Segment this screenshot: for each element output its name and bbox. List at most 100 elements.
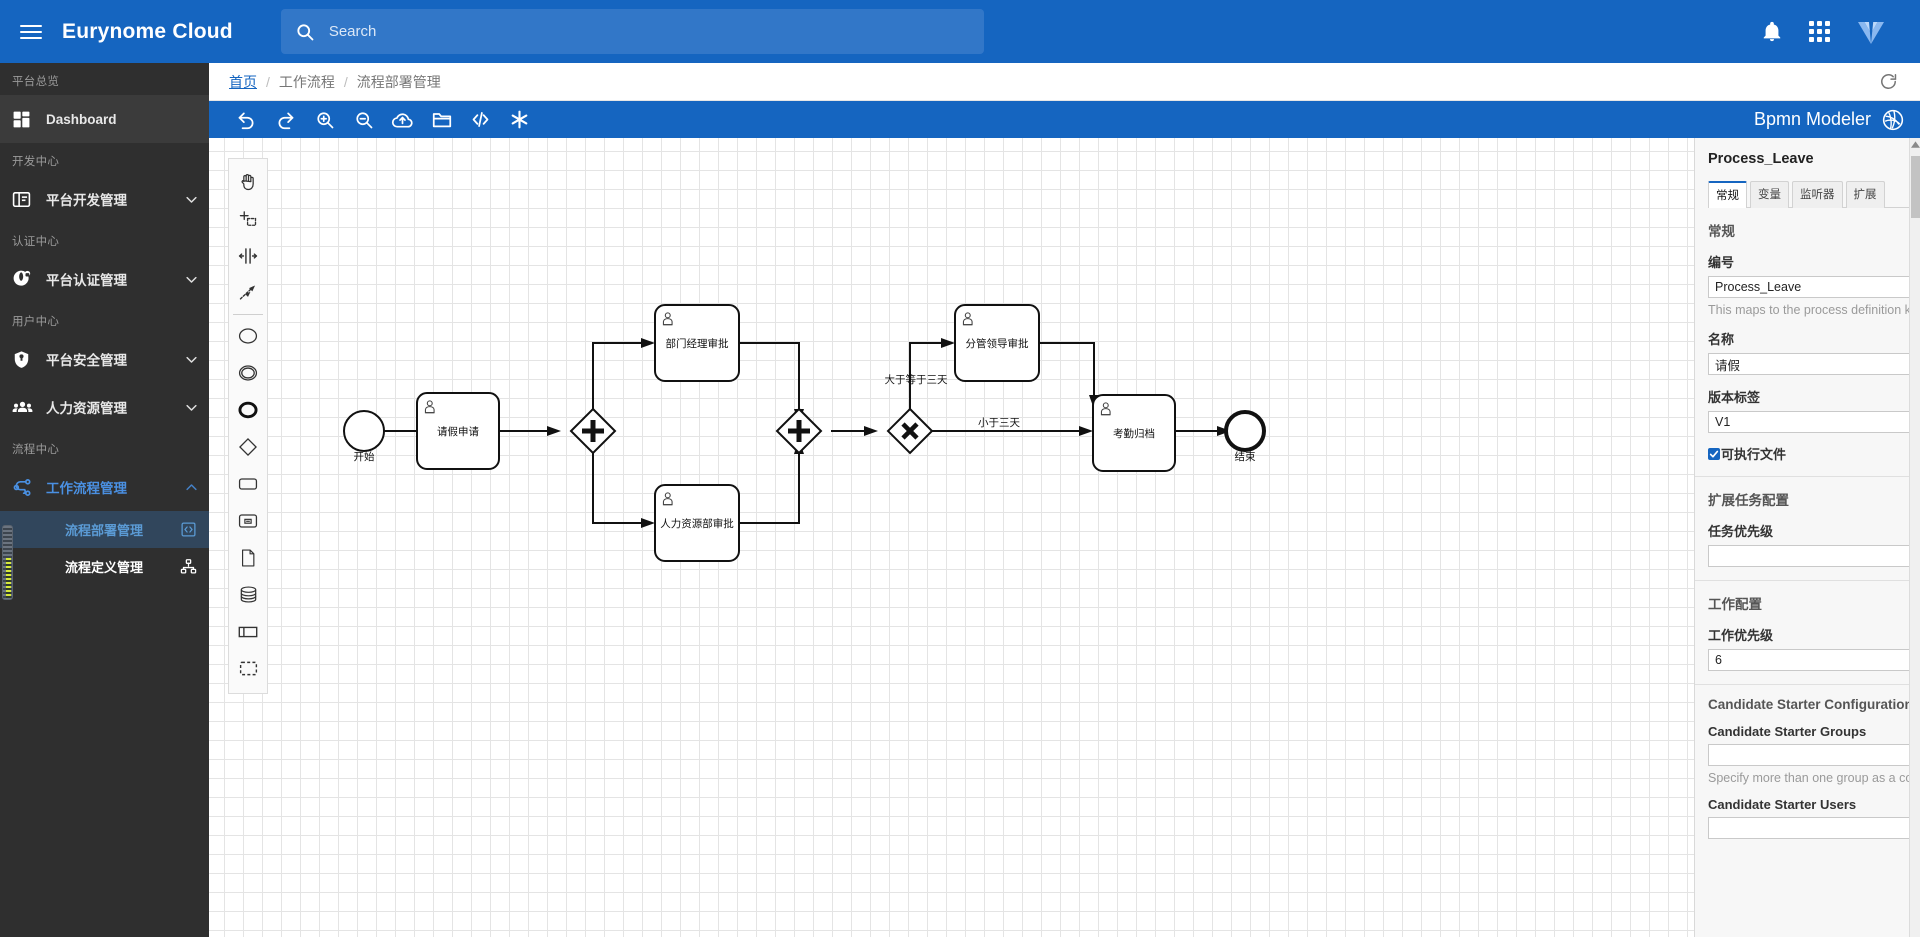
open-button[interactable] xyxy=(422,101,461,138)
field-input-task-priority[interactable] xyxy=(1708,545,1920,567)
apps-grid-icon[interactable] xyxy=(1809,21,1830,42)
sidebar-item-human-resources[interactable]: 人力资源管理 xyxy=(0,383,209,431)
sidebar-item-dashboard[interactable]: Dashboard xyxy=(0,95,209,143)
end-event-icon[interactable] xyxy=(228,391,268,428)
search-input[interactable] xyxy=(328,23,970,40)
field-input-id[interactable] xyxy=(1708,276,1920,298)
zoom-out-button[interactable] xyxy=(344,101,383,138)
sidebar-section-label-overview: 平台总览 xyxy=(12,76,60,88)
bpmn-node-hr[interactable]: 人力资源部审批 xyxy=(654,484,740,562)
top-bar-actions xyxy=(1761,19,1920,45)
tab-extensions[interactable]: 扩展 xyxy=(1845,181,1885,208)
modeler-title-text: Bpmn Modeler xyxy=(1753,109,1871,129)
task-icon[interactable] xyxy=(228,465,268,502)
properties-group-job: 工作配置 xyxy=(1708,597,1762,612)
bpmn-canvas[interactable]: 开始 请假申请 xyxy=(209,138,1694,937)
start-event-icon[interactable] xyxy=(228,317,268,354)
field-input-job-priority[interactable] xyxy=(1708,649,1920,671)
breadcrumb-item-workflow[interactable]: 工作流程 xyxy=(278,73,335,90)
bpmn-node-dept-manager[interactable]: 部门经理审批 xyxy=(654,304,740,382)
field-hint-candidate-groups: Specify more than one group as a comma s… xyxy=(1708,771,1920,785)
global-connect-tool-icon[interactable] xyxy=(228,274,268,311)
bpmn-node-leader[interactable]: 分管领导审批 xyxy=(954,304,1040,382)
breadcrumb: 首页 / 工作流程 / 流程部署管理 xyxy=(209,63,1920,101)
search-field[interactable] xyxy=(280,9,984,54)
bpmn-node-label: 请假申请 xyxy=(437,425,479,438)
tab-listeners[interactable]: 监听器 xyxy=(1792,181,1843,208)
sidebar-section-label-user: 用户中心 xyxy=(12,316,60,328)
sidebar-scrollbar[interactable] xyxy=(2,525,13,600)
properties-title: Process_Leave xyxy=(1708,151,1814,167)
settings-button[interactable] xyxy=(500,101,539,138)
bpmn-logo-icon xyxy=(1882,109,1904,131)
sidebar-item-label: 平台开发管理 xyxy=(46,193,127,208)
vuetify-logo-icon[interactable] xyxy=(1856,19,1886,45)
sidebar-section-label-dev: 开发中心 xyxy=(12,156,60,168)
data-store-icon[interactable] xyxy=(228,576,268,613)
executable-checkbox[interactable]: 可执行文件 xyxy=(1708,444,1920,463)
space-tool-icon[interactable] xyxy=(228,237,268,274)
sidebar-item-platform-security[interactable]: 平台安全管理 xyxy=(0,335,209,383)
oauth-globe-icon xyxy=(12,269,46,289)
intermediate-event-icon[interactable] xyxy=(228,354,268,391)
subprocess-icon[interactable] xyxy=(228,502,268,539)
chevron-down-icon[interactable] xyxy=(184,400,199,415)
xml-button[interactable] xyxy=(461,101,500,138)
sidebar-item-label: 平台认证管理 xyxy=(46,273,127,288)
refresh-icon[interactable] xyxy=(1879,72,1898,91)
bpmn-node-label: 分管领导审批 xyxy=(966,337,1029,350)
sidebar-item-process-deployment[interactable]: 流程部署管理 xyxy=(0,511,209,548)
field-label-version-tag: 版本标签 xyxy=(1708,390,1761,405)
bpmn-node-join[interactable] xyxy=(775,407,823,455)
group-icon[interactable] xyxy=(228,650,268,687)
redo-button[interactable] xyxy=(266,101,305,138)
chevron-down-icon[interactable] xyxy=(184,192,199,207)
properties-group-candidate: Candidate Starter Configuration xyxy=(1708,697,1913,712)
bpmn-node-apply[interactable]: 请假申请 xyxy=(416,392,500,470)
sidebar-item-process-definition[interactable]: 流程定义管理 xyxy=(0,548,209,585)
main-content: 首页 / 工作流程 / 流程部署管理 xyxy=(209,63,1920,937)
hand-tool-icon[interactable] xyxy=(228,163,268,200)
lasso-tool-icon[interactable] xyxy=(228,200,268,237)
field-input-candidate-users[interactable] xyxy=(1708,817,1920,839)
modeler-toolbar: Bpmn Modeler xyxy=(209,101,1920,138)
scroll-up-icon[interactable] xyxy=(1911,141,1920,149)
bpmn-node-label: 人力资源部审批 xyxy=(660,517,734,530)
sidebar-item-platform-authentication[interactable]: 平台认证管理 xyxy=(0,255,209,303)
properties-scrollbar[interactable] xyxy=(1909,138,1920,937)
sidebar-item-platform-development[interactable]: 平台开发管理 xyxy=(0,175,209,223)
field-input-version-tag[interactable] xyxy=(1708,411,1920,433)
data-object-icon[interactable] xyxy=(228,539,268,576)
bpmn-node-fork[interactable] xyxy=(569,407,617,455)
breadcrumb-item-home[interactable]: 首页 xyxy=(229,73,257,90)
field-hint-id: This maps to the process definition key. xyxy=(1708,303,1920,317)
bpmn-node-end[interactable]: 结束 xyxy=(1224,410,1266,463)
bell-icon[interactable] xyxy=(1761,21,1783,43)
divider xyxy=(1695,684,1920,685)
sidebar-item-label: Dashboard xyxy=(46,111,117,127)
bpmn-diagram[interactable]: 开始 请假申请 xyxy=(209,138,1329,838)
sidebar-item-workflow-management[interactable]: 工作流程管理 xyxy=(0,463,209,511)
tab-general[interactable]: 常规 xyxy=(1708,181,1747,208)
bpmn-node-archive[interactable]: 考勤归档 xyxy=(1092,394,1176,472)
chevron-down-icon[interactable] xyxy=(184,352,199,367)
field-input-candidate-groups[interactable] xyxy=(1708,744,1920,766)
chevron-down-icon[interactable] xyxy=(184,272,199,287)
upload-button[interactable] xyxy=(383,101,422,138)
bpmn-node-label: 开始 xyxy=(354,450,375,463)
participant-icon[interactable] xyxy=(228,613,268,650)
field-label-candidate-users: Candidate Starter Users xyxy=(1708,797,1857,812)
field-input-name[interactable] xyxy=(1708,353,1920,375)
zoom-in-button[interactable] xyxy=(305,101,344,138)
gateway-icon[interactable] xyxy=(228,428,268,465)
code-brackets-icon xyxy=(180,521,197,538)
chevron-up-icon[interactable] xyxy=(184,480,199,495)
tab-variables[interactable]: 变量 xyxy=(1750,181,1789,208)
sitemap-icon xyxy=(180,558,197,575)
bpmn-node-start[interactable]: 开始 xyxy=(343,410,385,463)
sidebar-subitem-label: 流程部署管理 xyxy=(65,523,144,538)
hamburger-icon[interactable] xyxy=(0,21,62,43)
undo-button[interactable] xyxy=(227,101,266,138)
bpmn-node-exclusive-gateway[interactable] xyxy=(886,407,934,455)
